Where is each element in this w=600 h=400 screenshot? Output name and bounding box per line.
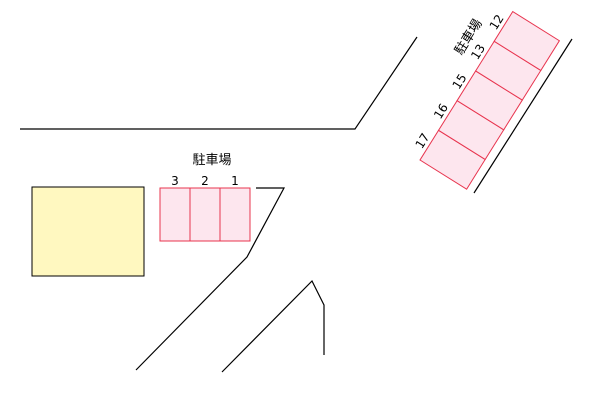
road-edge-east	[473, 38, 573, 194]
parking-lot-a-label: 駐車場	[192, 153, 231, 168]
building	[31, 186, 145, 277]
parking-space-number: 2	[201, 174, 209, 188]
parking-lot-a: 駐車場 3 2 1	[159, 153, 251, 242]
parking-space-number: 12	[487, 12, 507, 32]
parking-space-12	[493, 10, 561, 72]
parking-space-3	[159, 187, 191, 242]
parking-space-number: 17	[413, 131, 433, 151]
parking-lot-b: 17 16 15 13 12 駐車場	[413, 10, 561, 190]
parking-space-number: 13	[468, 42, 488, 62]
parking-space-1	[219, 187, 251, 242]
road-edge-southwest	[135, 187, 286, 371]
parking-space-number: 3	[171, 174, 179, 188]
parking-space-2	[189, 187, 221, 242]
parking-space-number: 15	[450, 71, 470, 91]
road-lines	[20, 36, 573, 373]
parking-space-number: 1	[231, 174, 239, 188]
parking-space-number: 16	[431, 101, 451, 121]
road-edge-south	[221, 279, 325, 373]
road-edge-north	[20, 36, 418, 130]
